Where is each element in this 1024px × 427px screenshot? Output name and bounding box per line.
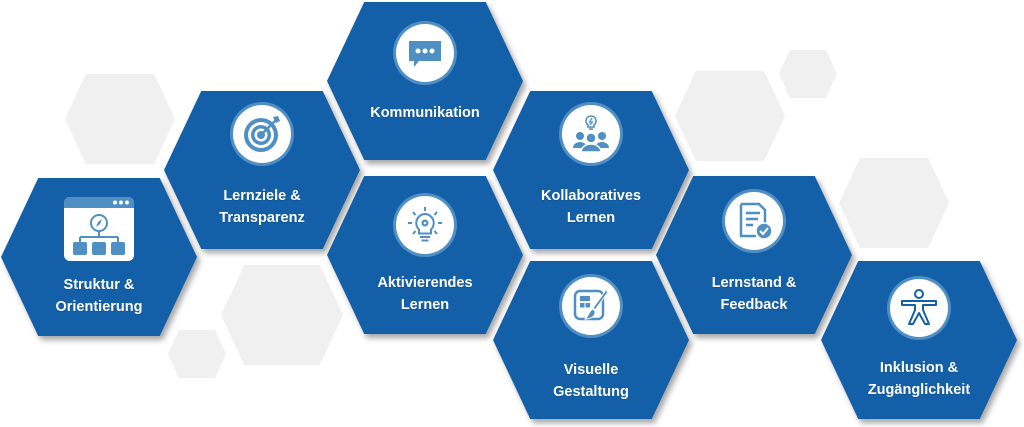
accessibility-icon <box>901 289 937 325</box>
icon-badge <box>562 105 620 163</box>
decor-hex <box>675 71 785 161</box>
hex-kommunikation: Kommunikation <box>327 2 523 160</box>
target-icon <box>244 116 280 152</box>
decor-hex <box>221 265 343 365</box>
decor-hex <box>779 50 837 98</box>
hex-kollaboratives-lernen: Kollaboratives Lernen <box>493 91 689 249</box>
document-check-icon <box>739 202 773 240</box>
sitemap-compass-icon <box>64 197 134 261</box>
hex-struktur-orientierung: Struktur & Orientierung <box>1 178 197 336</box>
node-label: Lernstand & Feedback <box>711 275 797 313</box>
group-idea-icon <box>573 115 609 153</box>
node-label: Aktivierendes Lernen <box>377 275 473 313</box>
hex-lernstand-feedback: Lernstand & Feedback <box>656 176 852 334</box>
node-label: Inklusion & Zugänglichkeit <box>867 360 971 398</box>
decor-hex <box>839 158 949 248</box>
chat-bubble-icon <box>409 41 441 67</box>
node-label: Kommunikation <box>370 105 480 121</box>
icon-badge <box>396 24 454 82</box>
decor-hex <box>65 74 175 164</box>
node-label: Struktur & Orientierung <box>55 277 143 315</box>
hex-aktivierendes-lernen: Aktivierendes Lernen <box>327 176 523 334</box>
node-label: Visuelle Gestaltung <box>553 362 629 400</box>
icon-badge <box>562 277 620 335</box>
icon-badge <box>396 196 454 254</box>
icon-badge <box>725 192 783 250</box>
hex-visuelle-gestaltung: Visuelle Gestaltung <box>493 261 689 419</box>
node-label: Kollaboratives Lernen <box>541 188 641 226</box>
design-brush-icon <box>573 289 609 321</box>
lightbulb-gear-icon <box>408 207 442 242</box>
decor-hex <box>168 330 226 378</box>
icon-badge <box>233 105 291 163</box>
node-label: Lernziele & Transparenz <box>219 188 305 226</box>
hex-lernziele-transparenz: Lernziele & Transparenz <box>164 91 360 249</box>
hex-inklusion-zugaenglichkeit: Inklusion & Zugänglichkeit <box>821 261 1017 419</box>
icon-badge <box>890 279 948 337</box>
